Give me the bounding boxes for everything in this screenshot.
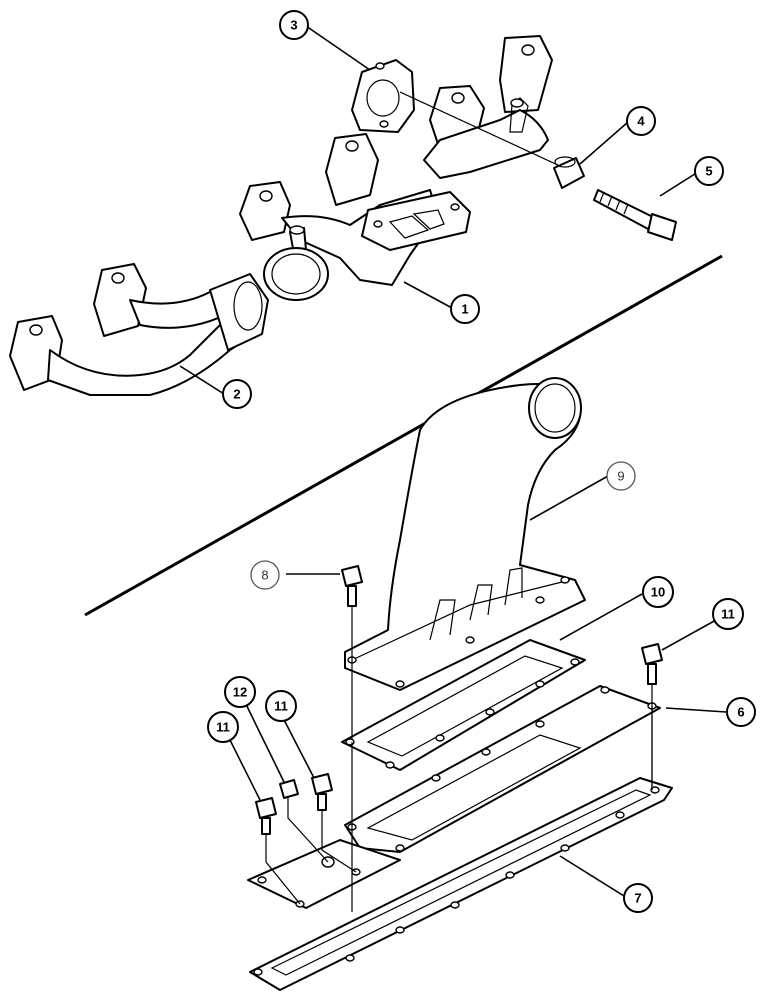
callout-label-11-left: 11 bbox=[216, 720, 230, 735]
callout-label-6: 6 bbox=[737, 705, 744, 720]
gasket-part-3 bbox=[351, 59, 415, 133]
adapter-plate-part-6 bbox=[344, 685, 661, 853]
bolt-part-11-left bbox=[255, 797, 301, 905]
intake-elbow-part-9 bbox=[344, 377, 586, 691]
callout-9: 9 bbox=[606, 461, 636, 491]
alignment-line bbox=[399, 91, 561, 167]
callout-6: 6 bbox=[726, 697, 756, 727]
leader-line-6 bbox=[665, 707, 727, 713]
leader-line-4 bbox=[579, 121, 629, 165]
cover-plate bbox=[247, 839, 401, 909]
callout-3: 3 bbox=[279, 10, 309, 40]
callout-1: 1 bbox=[450, 294, 480, 324]
leader-line-2 bbox=[179, 365, 225, 395]
gasket-part-10 bbox=[341, 639, 586, 771]
callout-7: 7 bbox=[623, 883, 653, 913]
spacer-part-4 bbox=[553, 156, 585, 189]
callout-5: 5 bbox=[694, 156, 724, 186]
leader-line-7 bbox=[559, 855, 625, 897]
leader-line-9 bbox=[529, 475, 609, 521]
leader-line-11-middle bbox=[279, 711, 315, 779]
callout-2: 2 bbox=[222, 379, 252, 409]
leader-line-12 bbox=[239, 691, 285, 783]
leader-line-10 bbox=[559, 593, 643, 641]
callout-label-5: 5 bbox=[705, 164, 712, 179]
callout-4: 4 bbox=[626, 106, 656, 136]
callout-label-11-right: 11 bbox=[721, 607, 735, 622]
callout-label-9: 9 bbox=[617, 469, 624, 484]
callout-11-left: 11 bbox=[207, 711, 239, 743]
callout-label-7: 7 bbox=[634, 891, 641, 906]
end-manifold-section bbox=[9, 263, 269, 396]
section-divider-line bbox=[84, 254, 723, 617]
bolt-part-8 bbox=[341, 565, 363, 740]
callout-8: 8 bbox=[250, 560, 280, 590]
bolt-part-11-middle bbox=[311, 773, 357, 873]
callout-label-3: 3 bbox=[290, 18, 297, 33]
callout-label-4: 4 bbox=[637, 114, 645, 129]
callout-10: 10 bbox=[642, 576, 674, 608]
bolt-part-11-right bbox=[641, 643, 663, 790]
callout-label-8: 8 bbox=[261, 568, 268, 583]
leader-line-3 bbox=[305, 25, 371, 71]
callout-label-11-middle: 11 bbox=[274, 699, 288, 714]
bolt-part-5 bbox=[593, 189, 677, 241]
callout-label-12: 12 bbox=[233, 685, 247, 700]
leader-line-11-left bbox=[225, 731, 261, 801]
callout-label-10: 10 bbox=[651, 585, 665, 600]
callout-label-1: 1 bbox=[461, 302, 468, 317]
nut-part-12 bbox=[279, 779, 329, 863]
front-manifold-section bbox=[239, 133, 471, 301]
leader-line-11-right bbox=[661, 619, 717, 651]
callout-12: 12 bbox=[224, 676, 256, 708]
callout-11-right: 11 bbox=[712, 598, 744, 630]
rear-manifold-section bbox=[423, 35, 553, 179]
callout-11-middle: 11 bbox=[265, 690, 297, 722]
gasket-part-7 bbox=[249, 777, 673, 991]
leader-line-5 bbox=[659, 171, 699, 197]
callout-label-2: 2 bbox=[233, 387, 240, 402]
leader-line-1 bbox=[403, 281, 453, 309]
